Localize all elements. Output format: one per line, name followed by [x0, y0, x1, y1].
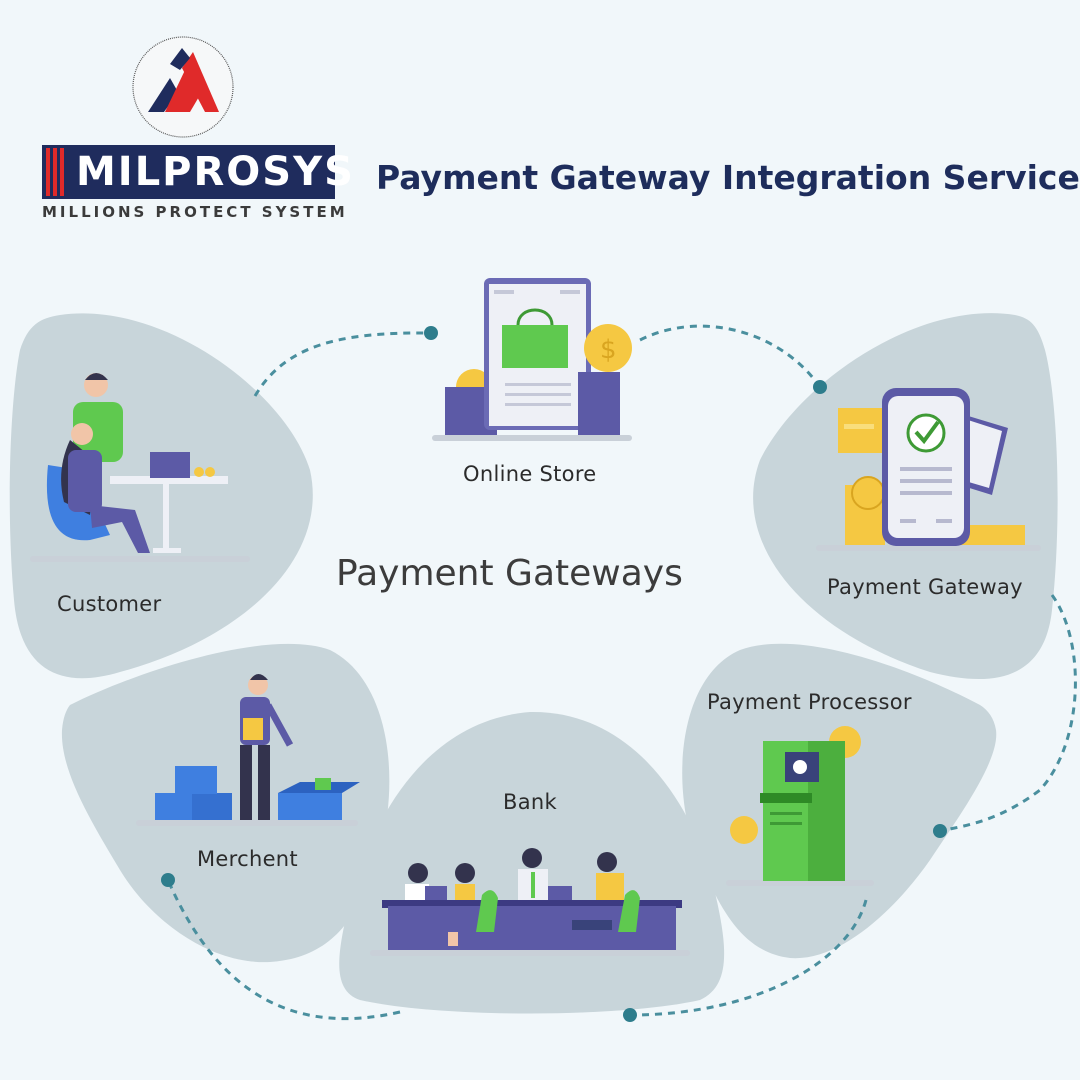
- brand-stripes: [46, 148, 64, 196]
- connector-bank-merchent: [166, 879, 401, 1021]
- node-label-online-store: Online Store: [463, 462, 597, 486]
- customer-laptop-icon: [30, 373, 250, 562]
- svg-text:$: $: [600, 335, 617, 365]
- node-label-payment-processor: Payment Processor: [707, 690, 912, 714]
- page-title: Payment Gateway Integration Services: [376, 158, 1080, 197]
- center-label: Payment Gateways: [336, 553, 683, 594]
- atm-machine-icon: [726, 726, 874, 886]
- bank-desk-icon: [370, 848, 690, 956]
- node-label-customer: Customer: [57, 592, 162, 616]
- node-label-merchent: Merchent: [197, 847, 298, 871]
- connector-customer-store: [253, 331, 431, 397]
- brand-logo: MILPROSYS: [42, 145, 353, 199]
- logo-emblem-icon: [132, 36, 234, 138]
- node-label-bank: Bank: [503, 790, 557, 814]
- brand-tagline: MILLIONS PROTECT SYSTEM: [42, 203, 348, 221]
- node-label-payment-gateway: Payment Gateway: [827, 575, 1023, 599]
- phone-checkmark-icon: [816, 388, 1041, 551]
- brand-name: MILPROSYS: [76, 149, 355, 195]
- merchant-boxes-icon: [136, 674, 360, 826]
- connector-store-gateway: [639, 324, 822, 388]
- storefront-icon: $: [432, 278, 632, 441]
